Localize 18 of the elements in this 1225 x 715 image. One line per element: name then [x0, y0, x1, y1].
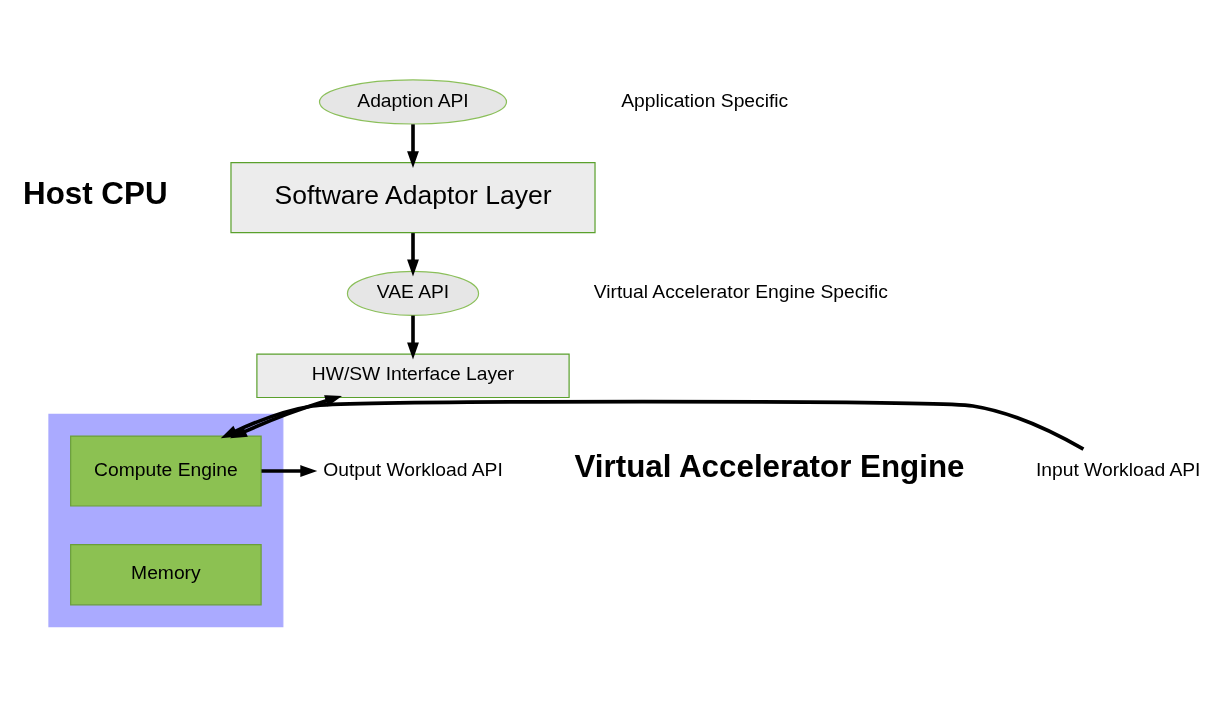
node-box: Memory	[70, 543, 262, 605]
cluster	[48, 413, 284, 627]
arrow	[261, 464, 318, 477]
node-text: Output Workload API	[323, 458, 503, 480]
label: Virtual Accelerator Engine Specific	[593, 280, 888, 302]
arrow	[407, 315, 419, 359]
label: Virtual Accelerator Engine	[574, 448, 965, 484]
node-box: Software Adaptor Layer	[230, 161, 596, 233]
arrow	[407, 123, 419, 168]
node-box: HW/SW Interface Layer	[256, 353, 570, 398]
node-text: Input Workload API	[1035, 458, 1201, 480]
node-box: Compute Engine	[70, 434, 262, 507]
label: Host CPU	[23, 175, 168, 211]
label: Application Specific	[621, 89, 789, 111]
node-ellipse: VAE API	[346, 270, 480, 316]
node-ellipse: Adaption API	[318, 78, 508, 125]
arrow	[220, 399, 1085, 451]
arrow	[407, 232, 419, 276]
